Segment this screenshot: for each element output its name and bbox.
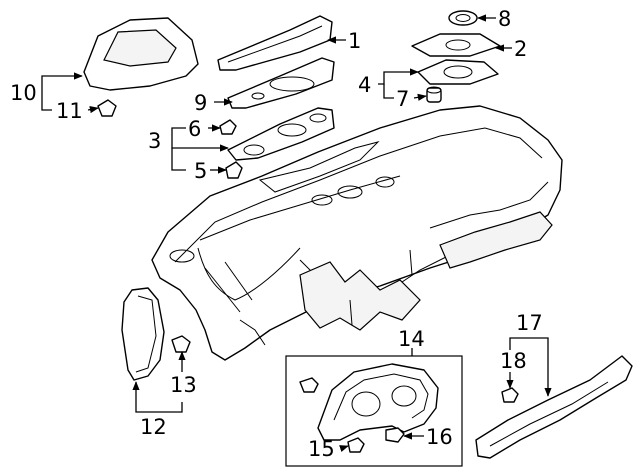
callout-12[interactable]: 12 xyxy=(140,415,167,439)
part-8-ring[interactable] xyxy=(448,10,478,26)
part-18-clip[interactable] xyxy=(501,387,519,403)
part-7-tweeter[interactable] xyxy=(426,86,442,103)
callout-7[interactable]: 7 xyxy=(396,87,409,111)
callout-8[interactable]: 8 xyxy=(498,7,511,31)
part-4-speaker-bracket[interactable] xyxy=(417,59,499,85)
part-6-clip[interactable] xyxy=(219,119,237,135)
callout-4[interactable]: 4 xyxy=(358,73,371,97)
part-11-clip[interactable] xyxy=(97,99,117,117)
callout-2[interactable]: 2 xyxy=(514,37,527,61)
callout-13[interactable]: 13 xyxy=(170,373,197,397)
callout-3[interactable]: 3 xyxy=(148,129,161,153)
callout-16[interactable]: 16 xyxy=(426,425,453,449)
inset-small-clip[interactable] xyxy=(299,377,319,393)
part-5-clip[interactable] xyxy=(225,161,243,179)
part-16-bulb[interactable] xyxy=(385,427,405,443)
part-17-lower-trim[interactable] xyxy=(475,355,633,459)
callout-14[interactable]: 14 xyxy=(398,327,425,351)
part-12-end-cap[interactable] xyxy=(121,287,165,381)
part-10-upper-cover[interactable] xyxy=(83,17,199,91)
callout-1[interactable]: 1 xyxy=(348,29,361,53)
callout-6[interactable]: 6 xyxy=(188,117,201,141)
callout-labels: 1 2 3 4 5 6 7 8 9 10 11 12 13 14 15 16 1… xyxy=(10,7,543,461)
callout-10[interactable]: 10 xyxy=(10,81,37,105)
part-3-center-bezel[interactable] xyxy=(227,107,335,161)
callout-18[interactable]: 18 xyxy=(500,349,527,373)
callout-9[interactable]: 9 xyxy=(194,91,207,115)
callout-15[interactable]: 15 xyxy=(308,437,335,461)
part-13-clip[interactable] xyxy=(171,335,191,353)
part-9-bezel[interactable] xyxy=(227,57,335,109)
leader-lines xyxy=(41,14,552,453)
callout-11[interactable]: 11 xyxy=(56,99,83,123)
callout-17[interactable]: 17 xyxy=(516,311,543,335)
part-2-speaker-grille[interactable] xyxy=(411,33,501,57)
callout-5[interactable]: 5 xyxy=(194,159,207,183)
instrument-panel[interactable] xyxy=(151,105,563,361)
part-14-instrument-cluster[interactable] xyxy=(317,363,439,441)
part-15-clip[interactable] xyxy=(347,437,365,453)
